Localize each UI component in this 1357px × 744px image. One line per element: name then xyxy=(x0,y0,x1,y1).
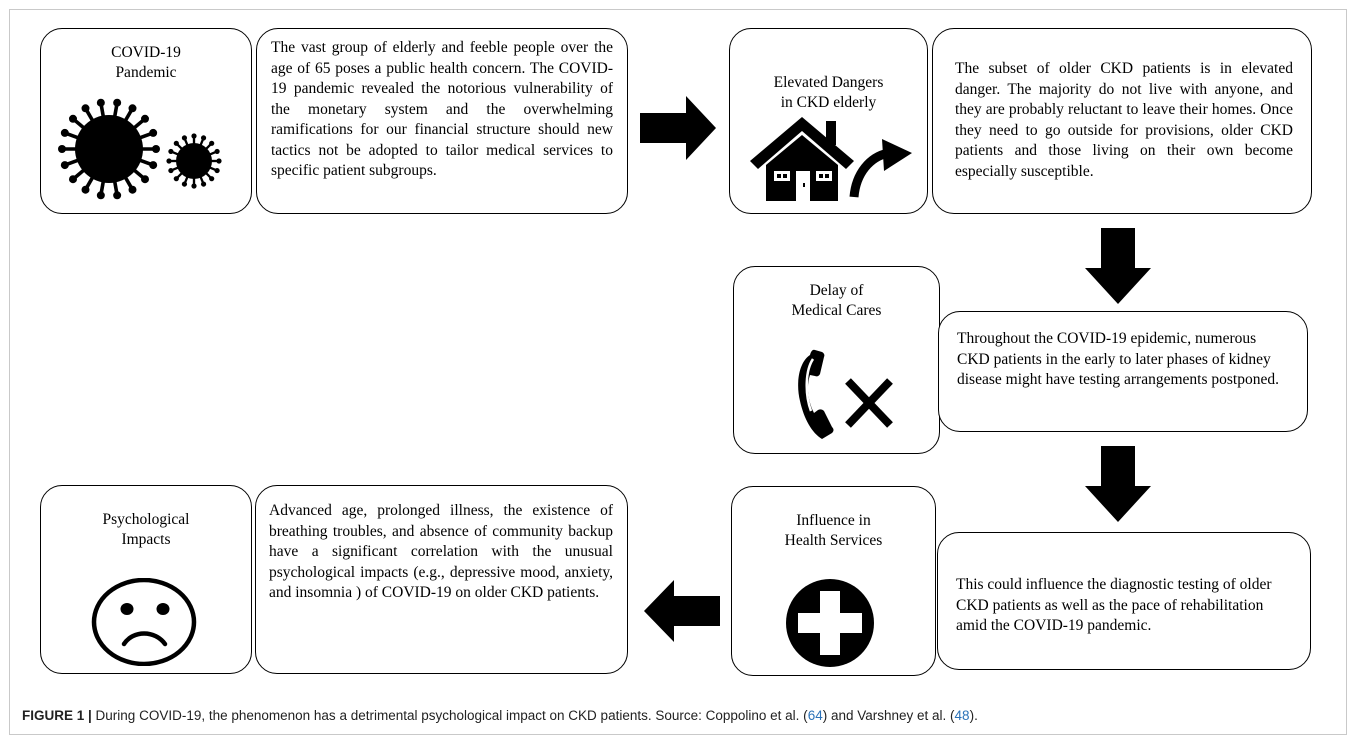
psychological-impacts-title: Psychological Impacts xyxy=(102,511,190,548)
sad-face-icon xyxy=(91,578,197,666)
house-leaving-icon xyxy=(750,117,912,201)
delay-medical-cares-text: Throughout the COVID-19 epidemic, numero… xyxy=(957,330,1279,388)
elevated-dangers-title: Elevated Dangers in CKD elderly xyxy=(773,74,884,111)
delay-medical-cares-text-box: Throughout the COVID-19 epidemic, numero… xyxy=(938,311,1308,432)
psychological-impacts-title-box: Psychological Impacts xyxy=(40,485,252,674)
caption-reference-link[interactable]: 64 xyxy=(807,708,823,723)
virus-icon xyxy=(58,98,222,200)
phone-cancel-icon xyxy=(798,349,893,439)
influence-health-services-text: This could influence the diagnostic test… xyxy=(956,576,1272,634)
covid-pandemic-title: COVID-19 Pandemic xyxy=(111,44,181,81)
caption-text: ). xyxy=(969,708,978,723)
caption-text: During COVID-19, the phenomenon has a de… xyxy=(91,708,808,723)
delay-medical-cares-title-box: Delay of Medical Cares xyxy=(733,266,940,454)
arrow-down-icon xyxy=(1085,446,1151,522)
psychological-impacts-text: Advanced age, prolonged illness, the exi… xyxy=(269,502,613,601)
delay-medical-cares-title: Delay of Medical Cares xyxy=(791,282,882,319)
influence-health-services-title: Influence in Health Services xyxy=(784,512,883,549)
covid-pandemic-text: The vast group of elderly and feeble peo… xyxy=(271,39,613,179)
arrow-down-icon xyxy=(1085,228,1151,304)
figure-caption: FIGURE 1 | During COVID-19, the phenomen… xyxy=(22,708,978,723)
caption-label: FIGURE 1 | xyxy=(22,708,92,723)
arrow-right-icon xyxy=(640,96,716,160)
elevated-dangers-text-box: The subset of older CKD patients is in e… xyxy=(932,28,1312,214)
influence-health-services-text-box: This could influence the diagnostic test… xyxy=(937,532,1311,670)
covid-pandemic-title-box: COVID-19 Pandemic xyxy=(40,28,252,214)
medical-cross-icon xyxy=(786,579,874,667)
caption-reference-link[interactable]: 48 xyxy=(954,708,970,723)
influence-health-services-title-box: Influence in Health Services xyxy=(731,486,936,676)
elevated-dangers-text: The subset of older CKD patients is in e… xyxy=(955,60,1293,180)
arrow-left-icon xyxy=(644,580,720,642)
elevated-dangers-title-box: Elevated Dangers in CKD elderly xyxy=(729,28,928,214)
caption-text: ) and Varshney et al. ( xyxy=(822,708,955,723)
covid-pandemic-text-box: The vast group of elderly and feeble peo… xyxy=(256,28,628,214)
psychological-impacts-text-box: Advanced age, prolonged illness, the exi… xyxy=(255,485,628,674)
